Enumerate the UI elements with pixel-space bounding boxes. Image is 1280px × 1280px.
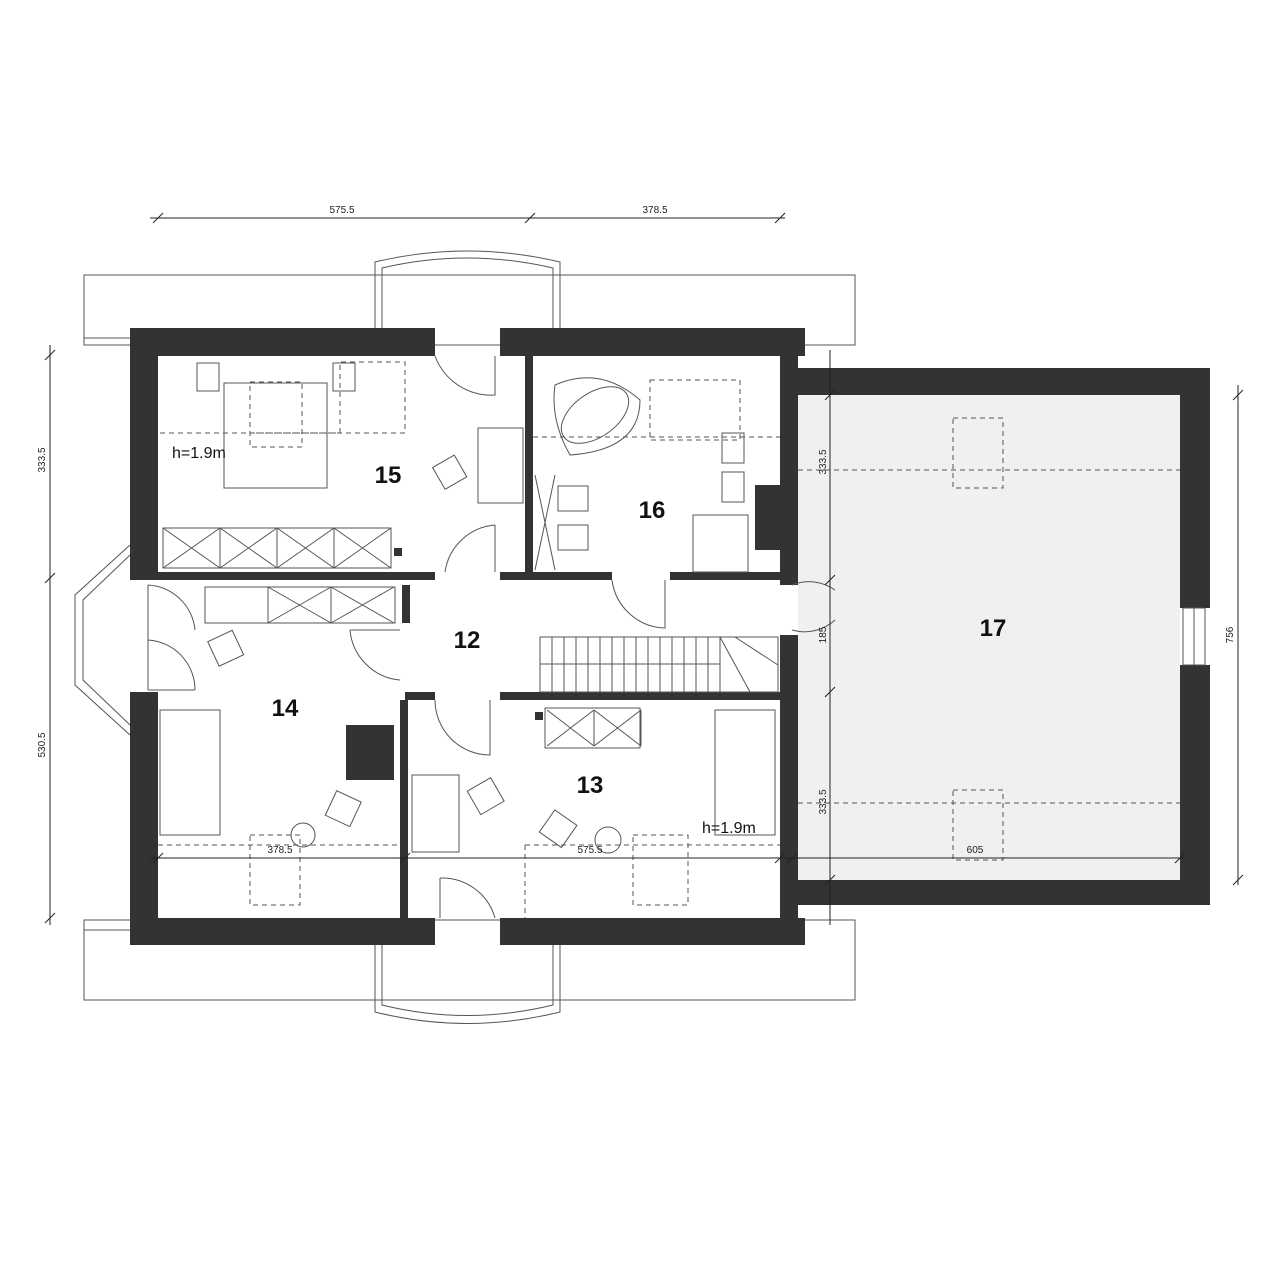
dimension-lines bbox=[44, 212, 1244, 925]
dim-bottom-3: 605 bbox=[967, 845, 984, 856]
room-label-17: 17 bbox=[980, 615, 1007, 642]
dim-left-1: 333.5 bbox=[37, 447, 48, 472]
doors[interactable] bbox=[147, 355, 836, 919]
dim-top-1: 575.5 bbox=[329, 205, 354, 216]
dim-bottom-2: 575.5 bbox=[577, 845, 602, 856]
dim-top-2: 378.5 bbox=[642, 205, 667, 216]
bay-windows bbox=[74, 250, 561, 1024]
stairs bbox=[539, 636, 779, 693]
room-label-13: 13 bbox=[577, 772, 604, 799]
walls bbox=[130, 328, 1210, 945]
height-note-15: h=1.9m bbox=[172, 445, 226, 462]
furniture bbox=[158, 361, 1180, 918]
dim-inner-3: 333.5 bbox=[818, 789, 829, 814]
dim-left-2: 530.5 bbox=[37, 732, 48, 757]
room-label-15: 15 bbox=[375, 462, 402, 489]
height-note-13: h=1.9m bbox=[702, 820, 756, 837]
dim-far-right: 756 bbox=[1225, 626, 1236, 643]
roof-overhangs bbox=[83, 274, 856, 1001]
room-label-16: 16 bbox=[639, 497, 666, 524]
room-17-area bbox=[798, 395, 1180, 882]
room-label-12: 12 bbox=[454, 627, 481, 654]
room-label-14: 14 bbox=[272, 695, 299, 722]
dim-bottom-1: 378.5 bbox=[267, 845, 292, 856]
dim-inner-2: 185 bbox=[818, 626, 829, 643]
dim-inner-1: 333.5 bbox=[818, 449, 829, 474]
